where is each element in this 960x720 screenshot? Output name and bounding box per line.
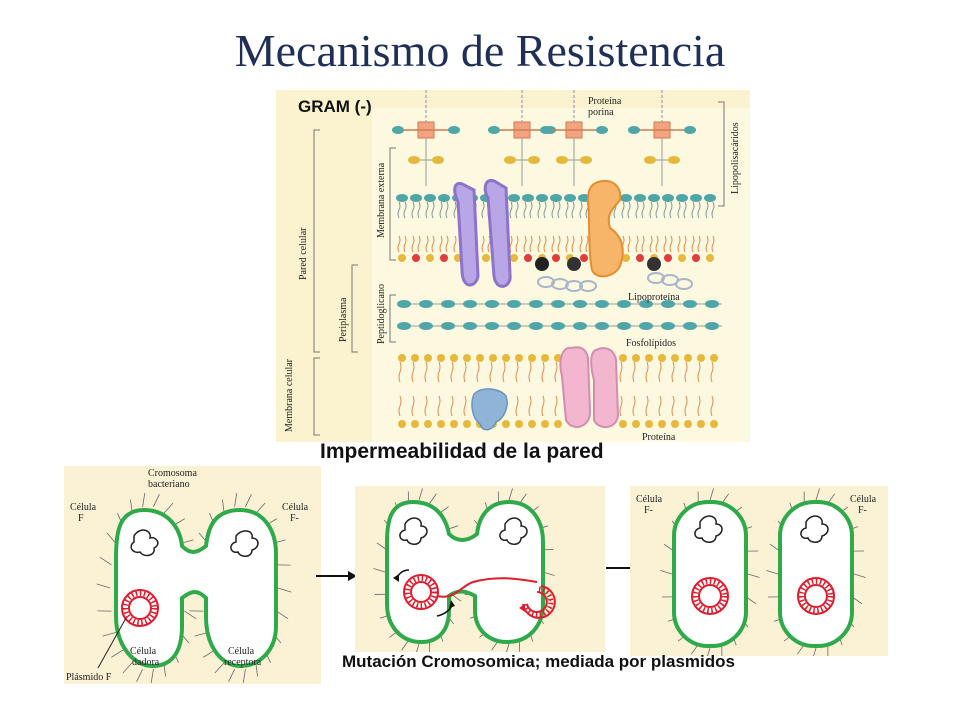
cell-right: [778, 500, 854, 648]
peptidoglycan-label: Peptidoglicano: [376, 284, 387, 344]
outer-membrane-label: Membrana externa: [376, 162, 387, 238]
chromosome-5: [694, 515, 723, 543]
lipoprotein-label: Lipoproteína: [628, 292, 680, 303]
cell-wall-label: Pared celular: [298, 227, 309, 280]
purple-porin-protein: [453, 179, 512, 288]
orange-outer-membrane-protein: [586, 180, 624, 278]
plasmid-transfer-donor: [403, 574, 439, 610]
chromosome-6: [800, 515, 829, 543]
inner-membrane-bilayer: [398, 354, 718, 428]
periplasm-label: Periplasma: [338, 297, 349, 342]
plasmid-f: [121, 589, 159, 627]
conjugation-panel-2: [355, 486, 605, 652]
gram-negative-membrane-diagram: GRAM (-) Pared celular Membrana externa …: [276, 90, 750, 442]
lipoprotein-coil: [537, 272, 693, 292]
plasmid-label: Plásmido F: [66, 672, 112, 683]
arrow-1: [316, 571, 357, 581]
lipoprotein-anchors: [535, 257, 661, 271]
pink-membrane-protein: [559, 346, 620, 428]
chromosome-4: [499, 517, 528, 545]
transfer-strand: [436, 577, 538, 598]
impermeability-caption: Impermeabilidad de la pared: [320, 440, 604, 463]
cell-membrane-label: Membrana celular: [284, 358, 295, 432]
lps-label: Lipopolisacáridos: [730, 122, 741, 194]
phospholipids-label: Fosfolípidos: [626, 338, 676, 349]
mutation-caption: Mutación Cromosomica; mediada por plasmi…: [342, 652, 735, 671]
cell-left: [672, 500, 748, 648]
chromosome-2: [230, 530, 259, 557]
plasmid-left: [691, 577, 729, 615]
chromosome-1: [130, 529, 159, 557]
plasmid-transfer-recipient: [522, 585, 556, 619]
gram-header: GRAM (-): [298, 97, 372, 116]
peptidoglycan-layer: [397, 300, 722, 330]
slide-title: Mecanismo de Resistencia: [234, 25, 726, 76]
plasmid-right: [797, 577, 835, 615]
chromosome-3: [399, 517, 428, 545]
protein-label: Proteína: [642, 432, 676, 442]
blue-membrane-protein: [471, 388, 508, 431]
lipopolysaccharide-layer: [392, 90, 696, 186]
